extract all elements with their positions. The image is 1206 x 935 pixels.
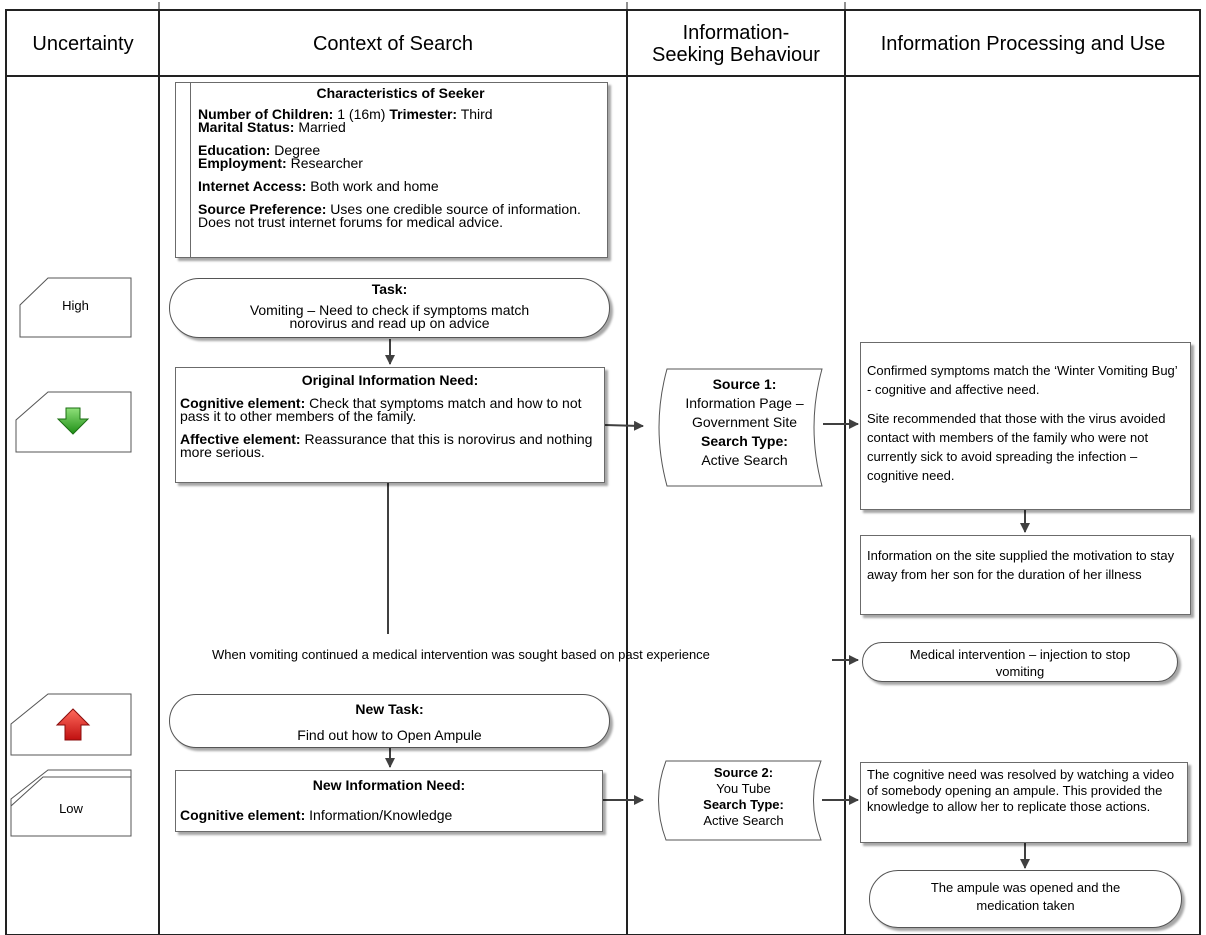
source1-type-value: Active Search xyxy=(701,452,788,468)
source2-text: Source 2: You Tube Search Type: Active S… xyxy=(662,765,825,829)
source1-type-label: Search Type: xyxy=(701,433,788,449)
trimester-label: Trimester: xyxy=(389,106,458,122)
new-cognitive-value: Information/Knowledge xyxy=(305,807,453,823)
header-uncertainty: Uncertainty xyxy=(32,32,134,55)
source1-text: Source 1: Information Page – Government … xyxy=(662,375,827,470)
seeker-title: Characteristics of Seeker xyxy=(316,85,485,101)
employment-value: Researcher xyxy=(286,155,363,171)
new-task-title: New Task: xyxy=(355,701,424,717)
children-value: 1 (16m) xyxy=(333,106,390,122)
source-pref-label: Source Preference: xyxy=(198,201,327,217)
down-arrow-icon xyxy=(56,407,90,435)
original-need-card: Original Information Need: Cognitive ele… xyxy=(175,367,605,483)
source1-line2: Government Site xyxy=(691,414,798,430)
level-high-shape xyxy=(19,277,132,338)
new-task-node: New Task: Find out how to Open Ampule xyxy=(169,694,610,748)
processing-card-3: The cognitive need was resolved by watch… xyxy=(860,762,1188,843)
internet-value: Both work and home xyxy=(306,178,439,194)
marital-value: Married xyxy=(294,119,346,135)
new-need-title: New Information Need: xyxy=(312,777,466,793)
outcome-node: The ampule was opened and the medication… xyxy=(869,870,1182,928)
processing-1-text-a: Confirmed symptoms match the ‘Winter Vom… xyxy=(867,363,1178,397)
children-label: Number of Children: xyxy=(198,106,334,122)
education-label: Education: xyxy=(198,142,271,158)
trimester-value: Third xyxy=(457,106,493,122)
header-context: Context of Search xyxy=(312,32,474,55)
marital-label: Marital Status: xyxy=(198,119,295,135)
up-arrow-icon xyxy=(55,708,91,741)
source1-title: Source 1: xyxy=(712,376,777,392)
source2-type-label: Search Type: xyxy=(703,797,784,812)
original-need-title: Original Information Need: xyxy=(301,372,479,388)
affective-value: Reassurance that this is norovirus and n… xyxy=(180,431,593,460)
intervention-note: When vomiting continued a medical interv… xyxy=(212,647,710,662)
source-pref-value: Uses one credible source of information.… xyxy=(198,201,581,230)
internet-label: Internet Access: xyxy=(198,178,307,194)
cognitive-label: Cognitive element: xyxy=(180,395,306,411)
affective-label: Affective element: xyxy=(180,431,301,447)
task-title: Task: xyxy=(371,281,408,297)
processing-1-text-b: Site recommended that those with the vir… xyxy=(867,411,1166,483)
arrow-need-to-source1 xyxy=(604,420,644,431)
intervention-node: Medical intervention – injection to stop… xyxy=(862,642,1178,682)
swimlane-frame xyxy=(5,9,1201,935)
source1-line1: Information Page – xyxy=(685,395,804,411)
processing-3-text: The cognitive need was resolved by watch… xyxy=(867,767,1175,814)
task-node: Task: Vomiting – Need to check if sympto… xyxy=(169,278,610,338)
new-task-body: Find out how to Open Ampule xyxy=(297,727,482,743)
level-low-label: Low xyxy=(59,801,83,816)
cognitive-value: Check that symptoms match and how to not… xyxy=(180,395,582,424)
level-high-label: High xyxy=(62,298,89,313)
seeker-card: Characteristics of Seeker Number of Chil… xyxy=(175,82,608,258)
processing-card-2: Information on the site supplied the mot… xyxy=(860,535,1191,615)
education-value: Degree xyxy=(270,142,321,158)
task-body: Vomiting – Need to check if symptoms mat… xyxy=(249,302,530,331)
source2-type-value: Active Search xyxy=(703,813,784,828)
source2-title: Source 2: xyxy=(713,765,774,780)
employment-label: Employment: xyxy=(198,155,287,171)
header-behaviour: Information- Seeking Behaviour xyxy=(652,21,820,66)
source2-line1: You Tube xyxy=(716,781,771,796)
new-cognitive-label: Cognitive element: xyxy=(180,807,306,823)
new-need-card: New Information Need: Cognitive element:… xyxy=(175,770,603,832)
processing-card-1: Confirmed symptoms match the ‘Winter Vom… xyxy=(860,342,1191,510)
processing-2-text: Information on the site supplied the mot… xyxy=(867,548,1175,582)
header-processing: Information Processing and Use xyxy=(880,32,1166,55)
